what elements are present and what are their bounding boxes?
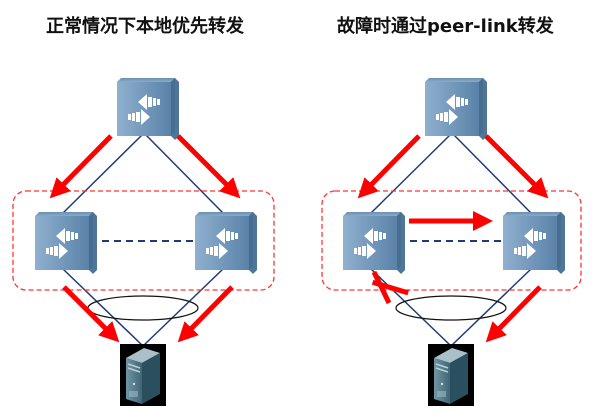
server-icon [427,343,475,407]
traffic-arrow-switch-1-to-server [62,285,120,343]
traffic-arrow-switch-2-to-server [485,285,542,343]
traffic-arrow-upstream-to-switch-1 [357,134,421,199]
link-switch-2-to-server [142,268,224,347]
server-icon [119,343,167,407]
link-upstream-to-switch-2 [143,132,224,214]
link-upstream-to-switch-1 [62,132,145,214]
upstream-switch-icon [425,78,487,140]
link-switch-2-to-server [450,268,532,347]
link-upstream-to-switch-1 [370,132,453,214]
upstream-switch-icon [117,78,179,140]
m-lag-group-border [12,190,275,291]
m-lag-switch-1-icon [343,212,405,274]
traffic-arrow-switch-2-to-server [177,285,234,343]
link-upstream-to-switch-2 [451,132,532,214]
traffic-arrow-upstream-to-switch-2 [484,134,549,199]
panel-failure [321,78,582,407]
panel-title-normal: 正常情况下本地优先转发 [46,16,244,37]
panel-title-failure: 故障时通过peer-link转发 [337,16,554,37]
eth-trunk-ellipse [395,295,507,321]
m-lag-switch-2-icon [195,212,257,274]
traffic-arrow-upstream-to-switch-1 [49,134,113,199]
traffic-arrow-upstream-to-switch-2 [176,134,241,199]
link-switch-1-to-server [62,268,144,347]
m-lag-switch-2-icon [503,212,565,274]
link-switch-1-to-server [370,268,452,347]
m-lag-group-border [321,190,582,291]
m-lag-switch-1-icon [35,212,97,274]
panel-normal [12,78,275,407]
link-failure-x-icon [371,270,409,305]
